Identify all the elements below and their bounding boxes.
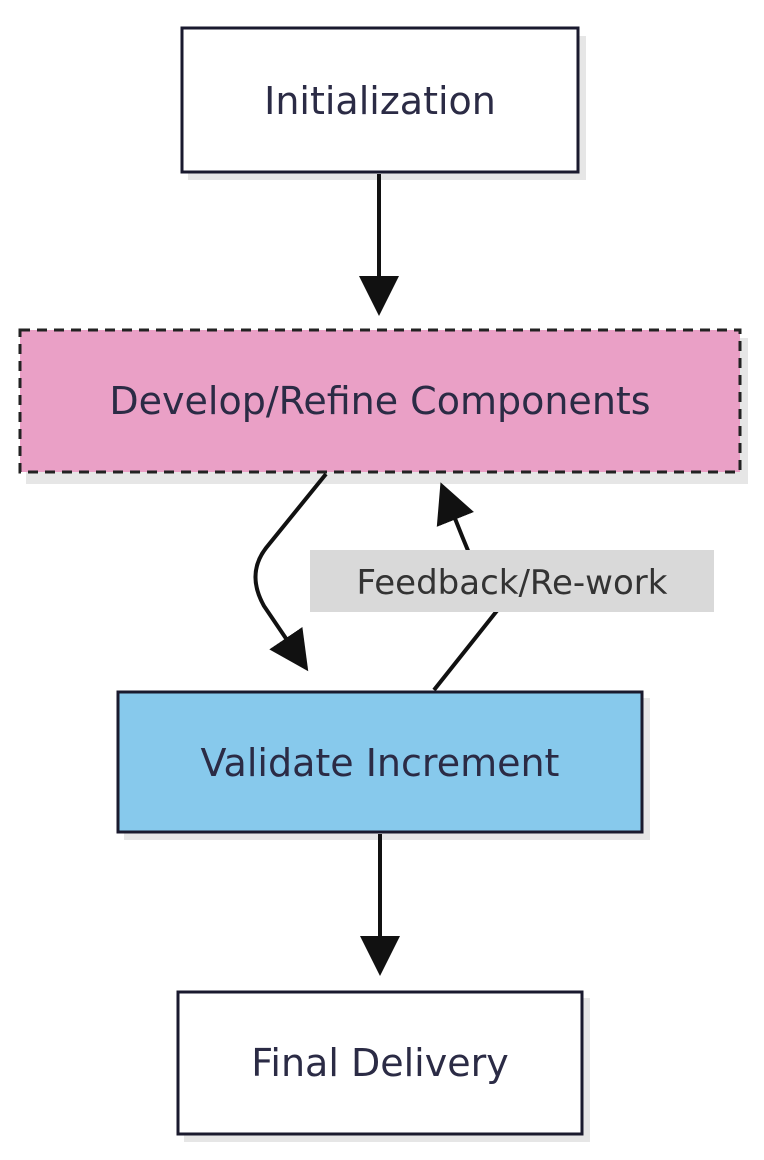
- node-develop-refine-box: [18, 328, 742, 474]
- node-initialization-label: Initialization: [264, 79, 496, 123]
- node-final-delivery-box: [176, 990, 584, 1136]
- node-final-delivery: Final Delivery: [176, 990, 590, 1142]
- node-validate-increment: Validate Increment: [116, 690, 650, 840]
- node-initialization-box: [180, 26, 580, 174]
- edge-develop-to-validate: [253, 472, 328, 672]
- edge-label-feedback-text: Feedback/Re-work: [357, 563, 668, 603]
- node-develop-refine-label: Develop/Refine Components: [109, 379, 650, 423]
- node-develop-refine: Develop/Refine Components: [18, 328, 748, 484]
- node-final-delivery-label: Final Delivery: [251, 1041, 508, 1085]
- edge-label-feedback: Feedback/Re-work: [310, 550, 714, 612]
- node-validate-increment-label: Validate Increment: [201, 741, 560, 785]
- edge-label-feedback-background: [310, 550, 714, 612]
- node-validate-increment-box: [116, 690, 644, 834]
- node-initialization: Initialization: [180, 26, 586, 180]
